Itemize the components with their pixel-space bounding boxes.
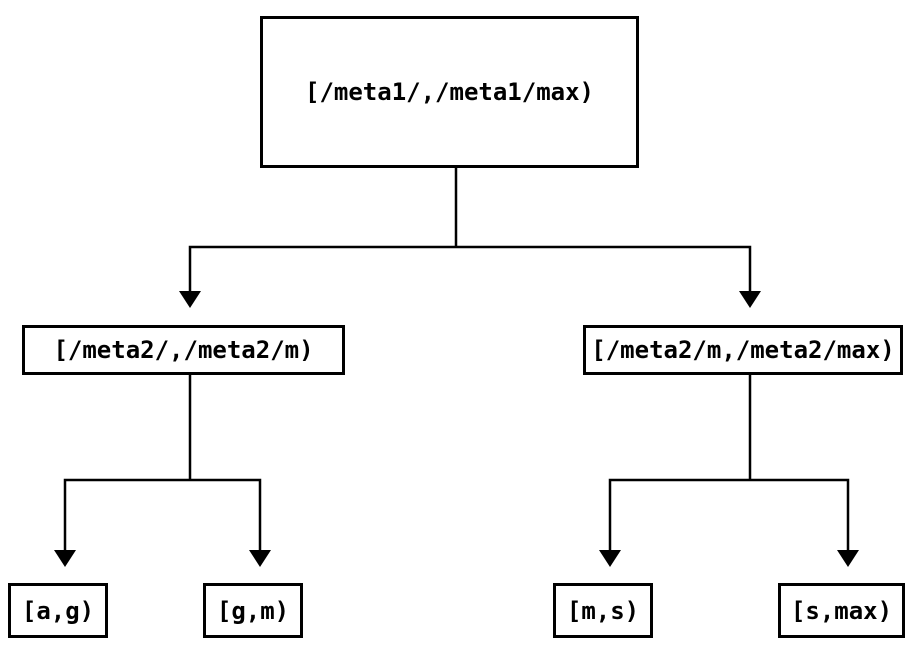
node-leaf-m-s: [m,s) [553,583,653,638]
arrowhead-leaf-ag [54,550,76,567]
edge-meta2-low-to-leaves [54,373,271,567]
arrowhead-leaf-smax [837,550,859,567]
arrowhead-leaf-ms [599,550,621,567]
arrowhead-leaf-gm [249,550,271,567]
edge-line [188,166,752,293]
node-meta2-high: [/meta2/m,/meta2/max) [583,325,903,375]
arrowhead-meta2-high [739,291,761,308]
node-leaf-g-m: [g,m) [203,583,303,638]
edge-meta2-high-to-leaves [599,373,859,567]
node-root: [/meta1/,/meta1/max) [260,16,639,168]
arrowhead-meta2-low [179,291,201,308]
edge-line [63,373,262,552]
edge-root-to-children [179,166,761,308]
node-meta2-low: [/meta2/,/meta2/m) [22,325,345,375]
node-leaf-s-max: [s,max) [778,583,905,638]
node-leaf-a-g: [a,g) [8,583,108,638]
edge-line [608,373,850,552]
